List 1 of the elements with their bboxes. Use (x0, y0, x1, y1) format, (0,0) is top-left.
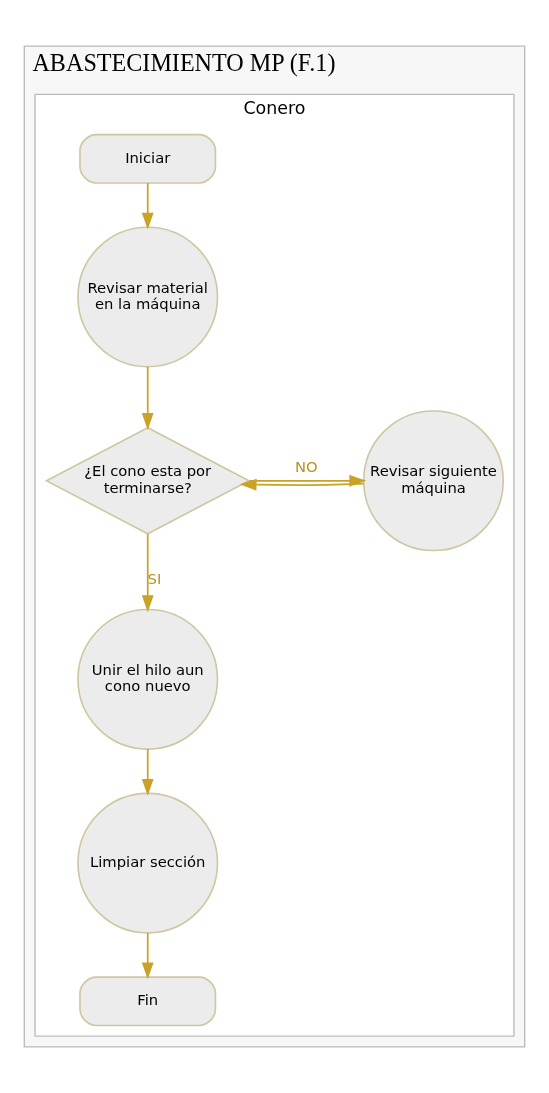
edge-label: NO (295, 458, 318, 476)
